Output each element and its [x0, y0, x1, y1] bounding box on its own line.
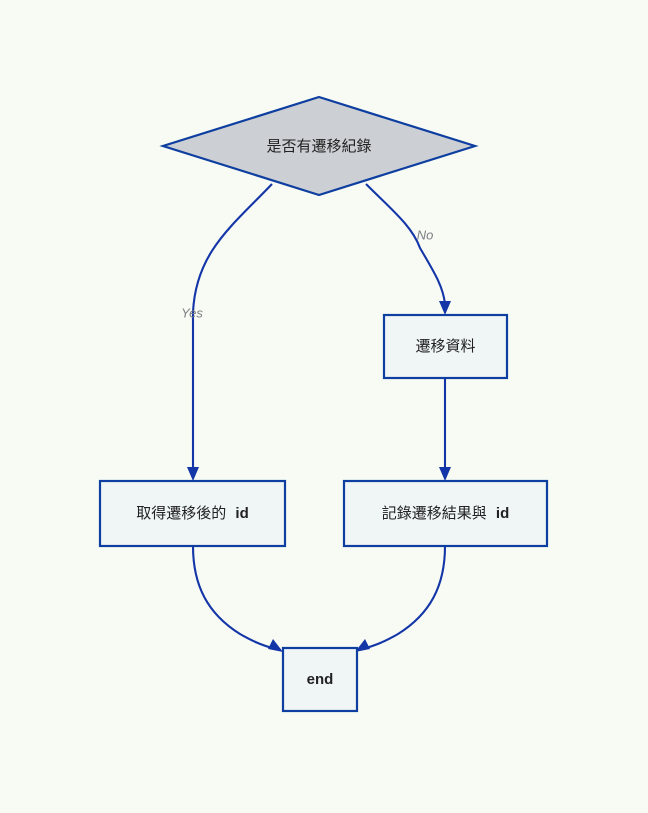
- record-box-shape[interactable]: [342, 479, 549, 548]
- node-get-id[interactable]: 取得遷移後的 id: [98, 479, 287, 548]
- get-id-label: 取得遷移後的 id: [136, 505, 249, 522]
- node-record[interactable]: 記錄遷移結果與 id: [342, 479, 549, 548]
- edge-path-no: [365, 183, 447, 305]
- decision-label: 是否有遷移紀錄: [266, 137, 371, 155]
- get-id-label-bold: id: [235, 505, 248, 522]
- arrowhead-getid-end: [268, 639, 283, 652]
- arrowhead-migrate-record: [439, 467, 451, 481]
- record-label: 記錄遷移結果與 id: [382, 504, 510, 522]
- edge-migrate-to-record: [439, 378, 451, 481]
- edge-decision-to-migrate: No: [365, 183, 451, 315]
- edge-decision-to-get-id: Yes: [181, 183, 273, 481]
- arrowhead-no: [439, 301, 451, 315]
- arrowhead-yes: [187, 467, 199, 481]
- migrate-box-shape[interactable]: [382, 313, 509, 380]
- edge-path-getid-end: [191, 545, 273, 650]
- edge-path-record-end: [365, 545, 447, 650]
- arrowhead-record-end: [355, 639, 370, 652]
- edge-label-no: No: [417, 227, 434, 242]
- decision-diamond-shape[interactable]: [159, 95, 479, 197]
- node-end[interactable]: end: [281, 646, 359, 713]
- end-label: end: [307, 671, 334, 688]
- node-decision[interactable]: 是否有遷移紀錄: [159, 95, 479, 197]
- record-label-text: 記錄遷移結果與: [382, 504, 487, 522]
- edge-label-yes: Yes: [181, 305, 203, 320]
- edge-path-yes: [191, 183, 273, 470]
- node-migrate[interactable]: 遷移資料: [382, 313, 509, 380]
- record-label-bold: id: [496, 505, 509, 522]
- end-box-shape[interactable]: [281, 646, 359, 713]
- migrate-label: 遷移資料: [415, 338, 475, 355]
- get-id-label-text: 取得遷移後的: [136, 505, 226, 522]
- get-id-box-shape[interactable]: [98, 479, 287, 548]
- edge-get-id-to-end: [191, 545, 283, 652]
- edge-record-to-end: [355, 545, 447, 652]
